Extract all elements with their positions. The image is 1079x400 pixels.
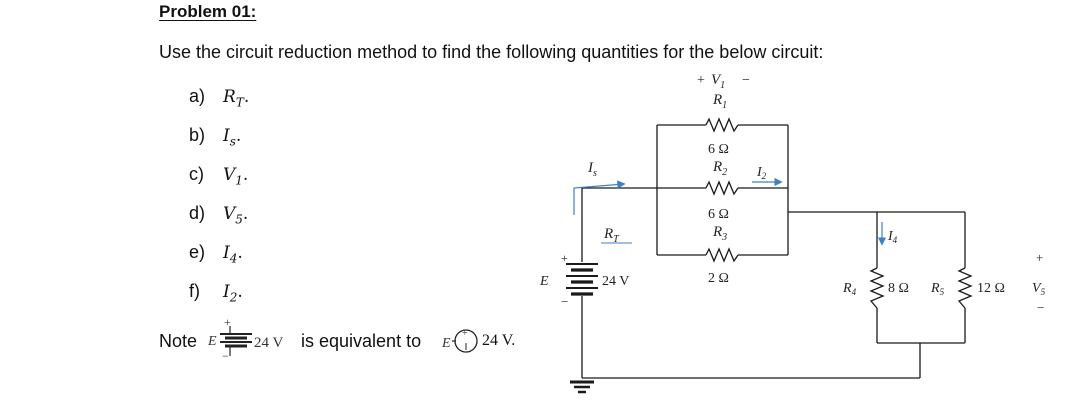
question-label: d) <box>189 203 206 223</box>
source-e-label: E <box>539 274 549 289</box>
v5-label: V5 <box>1032 281 1046 297</box>
is-current-arrow <box>573 180 626 215</box>
v1-polarity-plus: + <box>697 73 705 88</box>
resistor-r3-icon <box>705 247 739 263</box>
note-source-value: 24 V. <box>482 332 516 349</box>
resistor-r1-icon <box>705 117 739 133</box>
resistor-r5-icon <box>957 267 973 309</box>
dc-source-icon <box>454 329 478 353</box>
note-battery-value: 24 V <box>254 335 283 351</box>
question-label: a) <box>189 86 206 106</box>
resistor-r2-icon <box>705 180 739 196</box>
r3-name-label: R3 <box>712 224 727 243</box>
note-source-label: E <box>441 336 451 351</box>
r5-name-label: R5 <box>930 281 945 297</box>
note-middle-text: is equivalent to <box>301 331 422 351</box>
question-a: a)RT. <box>189 86 250 110</box>
ground-icon <box>570 380 594 394</box>
question-label: b) <box>189 125 206 145</box>
v1-label: V1 <box>711 72 725 91</box>
source-value-label: 24 V <box>602 274 629 289</box>
note-source-plus: + <box>462 328 468 339</box>
r4-value-label: 8 Ω <box>888 281 909 296</box>
i4-label: I4 <box>887 229 898 245</box>
question-label: f) <box>189 281 200 301</box>
r1-name-label: R1 <box>712 92 727 111</box>
v5-polarity-plus: + <box>1036 250 1043 265</box>
resistor-r4-icon <box>869 267 885 309</box>
question-d: d)V5. <box>189 203 249 227</box>
question-b: b)Is. <box>189 125 242 149</box>
note-prefix: Note <box>159 331 198 351</box>
r2-value-label: 6 Ω <box>708 207 729 222</box>
note-battery-label: E <box>207 334 217 349</box>
is-label: Is <box>587 160 597 179</box>
r4-name-label: R4 <box>842 281 857 297</box>
battery-icon <box>566 263 598 296</box>
battery-plus-sign: + <box>561 251 568 265</box>
r3-value-label: 2 Ω <box>708 271 729 286</box>
v5-polarity-minus: − <box>1037 300 1044 315</box>
problem-intro: Use the circuit reduction method to find… <box>159 42 824 62</box>
r5-value-label: 12 Ω <box>977 281 1005 296</box>
note-plus-sign: + <box>224 315 231 329</box>
r1-value-label: 6 Ω <box>708 142 729 157</box>
circuit-wires <box>581 124 966 379</box>
question-label: e) <box>189 242 206 262</box>
question-e: e)I4. <box>189 242 243 266</box>
note-equivalence-figure: E + − 24 V E + <box>207 315 478 363</box>
rt-label: RT <box>603 226 620 245</box>
note-minus-sign: − <box>222 349 229 363</box>
problem-title: Problem 01: <box>159 2 257 21</box>
question-c: c)V1. <box>189 164 249 188</box>
question-label: c) <box>189 164 204 184</box>
question-f: f)I2. <box>189 281 243 305</box>
battery-minus-sign: − <box>561 294 568 309</box>
v1-polarity-minus: − <box>742 73 750 88</box>
r2-name-label: R2 <box>712 159 727 178</box>
i2-label: I2 <box>756 165 767 181</box>
